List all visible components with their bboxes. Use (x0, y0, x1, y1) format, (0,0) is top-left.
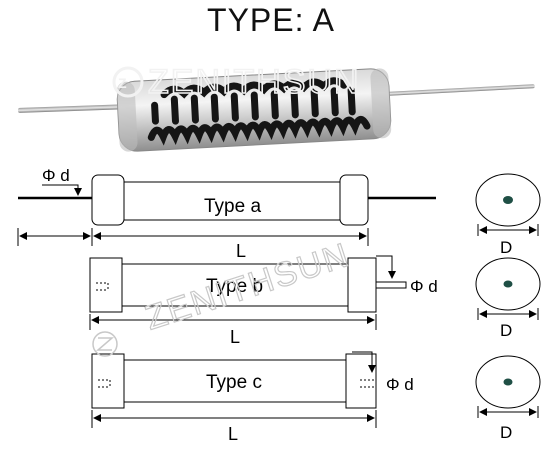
type-b-terminal (375, 281, 407, 289)
watermark-photo: Z ZENITHSUN (112, 62, 361, 102)
type-c-dia-label: Φ d (386, 375, 414, 394)
type-b-end-view: D (475, 257, 541, 340)
type-c-end-label: D (500, 423, 512, 442)
svg-text:Z: Z (118, 75, 127, 91)
svg-text:ZENITHSUN: ZENITHSUN (148, 63, 361, 101)
type-c-drawing: Type c Φ d L (91, 351, 414, 444)
type-b-end-label: D (500, 321, 512, 340)
type-a-length-label: L (236, 241, 246, 261)
type-a-body (123, 181, 341, 221)
type-a-dia-label: Φ d (42, 166, 70, 185)
resistor-photo: Z ZENITHSUN (17, 62, 535, 152)
type-a-drawing: Type a Φ d L (17, 166, 436, 261)
watermark-logo-icon (92, 331, 118, 357)
type-a-end-view: D (475, 173, 541, 257)
type-b-left-cap (89, 257, 123, 313)
type-a-end-label: D (500, 238, 512, 257)
type-b-dia-label: Φ d (410, 277, 438, 296)
type-a-label: Type a (204, 196, 261, 217)
type-b-label: Type b (206, 276, 263, 297)
type-c-body (123, 359, 347, 403)
type-c-label: Type c (206, 372, 262, 393)
page-title: TYPE: A (207, 2, 335, 38)
type-a-right-cap (339, 174, 369, 226)
type-c-length-label: L (228, 424, 238, 444)
type-c-right-cap (345, 353, 377, 409)
type-a-left-cap (91, 174, 125, 226)
type-c-left-cap (91, 353, 125, 409)
type-b-drawing: Type b Φ d L (89, 255, 438, 347)
type-b-length-label: L (230, 327, 240, 347)
type-c-end-view: D (475, 355, 541, 442)
